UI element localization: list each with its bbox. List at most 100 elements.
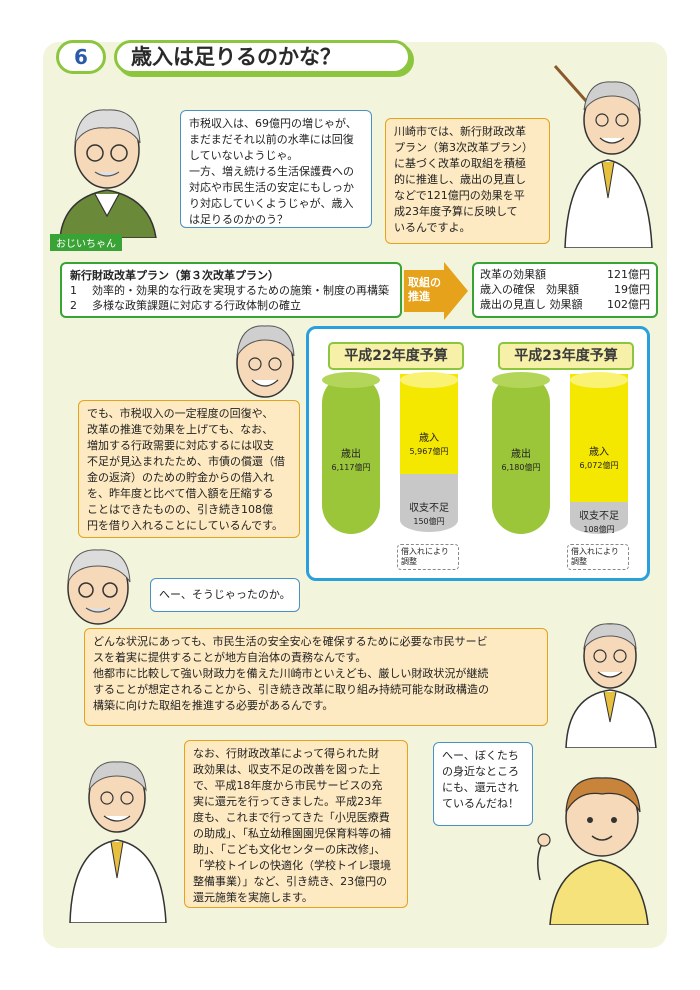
gap-label: 収支不足 108億円	[570, 510, 628, 536]
effect-value: 121億円	[607, 268, 650, 281]
budget-title-h22: 平成22年度予算	[328, 342, 464, 370]
expense-title: 歳出	[511, 449, 531, 460]
revenue-bar	[400, 374, 458, 474]
bubble-line: まだまだそれ以前の水準には回復	[189, 133, 354, 146]
expense-bar	[492, 374, 550, 534]
bubble-line: 構築に向けた取組を推進する必要があるんです。	[93, 699, 334, 712]
note-line: 調整	[571, 557, 587, 566]
expense-label: 歳出 6,117億円	[322, 448, 380, 474]
effect-row: 歳入の確保 効果額 19億円	[480, 282, 650, 297]
expense-bar-top	[322, 372, 380, 388]
bubble-line: 的に推進し、歳出の見直し	[394, 173, 526, 186]
bubble-line: は足りるのかのう？	[189, 213, 288, 226]
bubble-line: を、昨年度と比べて借入額を圧縮する	[87, 487, 274, 500]
bubble-line: プラン（第3次改革プラン）	[394, 141, 533, 154]
bubble-line: 実に還元を行ってきました。平成23年	[193, 795, 383, 808]
section-number: 6	[56, 40, 106, 74]
effect-row: 改革の効果額 121億円	[480, 267, 650, 282]
expense-bar	[322, 374, 380, 534]
arrow-icon	[404, 262, 468, 320]
gap-bar	[400, 474, 458, 532]
bubble-line: いるんですよ。	[394, 221, 471, 234]
bubble-line: スを着実に提供することが地方自治体の責務なんです。	[93, 651, 367, 664]
official-illustration	[69, 761, 167, 923]
revenue-value: 6,072億円	[579, 461, 619, 470]
grandpa-label: おじいちゃん	[50, 234, 122, 251]
effect-label: 歳入の確保 効果額	[480, 283, 579, 296]
boy-speech-bubble: へー、ぼくたち の身近なところ にも、還元され ているんだね！	[433, 742, 533, 826]
bubble-line: していないようじゃ。	[189, 149, 299, 162]
section-header: 6 歳入は足りるのかな？	[56, 40, 411, 76]
bubble-line: などで121億円の効果を平	[394, 189, 525, 202]
bubble-line: 成23年度予算に反映して	[394, 205, 518, 218]
plan-title: 新行財政改革プラン（第３次改革プラン）	[70, 269, 279, 282]
note-line: 借入れにより	[571, 547, 619, 556]
official-head-illustration	[236, 325, 295, 398]
effect-value: 19億円	[614, 283, 650, 296]
budget-title-h23: 平成23年度予算	[498, 342, 634, 370]
bubble-line: り対応していくようじゃが、歳入	[189, 197, 354, 210]
revenue-title: 歳入	[419, 433, 439, 444]
bubble-line: ことはできたものの、引き続き108億	[87, 503, 273, 516]
grandpa-head-illustration	[67, 549, 131, 625]
grandpa-illustration	[59, 109, 157, 238]
effect-label: 改革の効果額	[480, 268, 546, 281]
expense-value: 6,117億円	[331, 463, 371, 472]
plan-item-text: 効率的・効果的な行政を実現するための施策・制度の再構築	[92, 284, 389, 297]
borrowing-note: 借入れにより調整	[567, 544, 629, 570]
revenue-bar-top	[400, 372, 458, 388]
boy-illustration	[537, 777, 649, 925]
revenue-value: 5,967億円	[409, 447, 449, 456]
bubble-line: 増加する行政需要に対応するには収支	[87, 439, 274, 452]
budget-bars-h22	[322, 372, 458, 534]
bubble-line: の助成」、「私立幼稚園園児保育料等の補	[193, 827, 391, 840]
official-speech-bubble: 川崎市では、新行財政改革 プラン（第3次改革プラン） に基づく改革の取組を積極 …	[385, 118, 550, 244]
bubble-line: の身近なところ	[442, 765, 519, 778]
bubble-line: 他都市に比較して強い財政力を備えた川崎市といえども、厳しい財政状況が継続	[93, 667, 489, 680]
gap-value: 150億円	[413, 517, 445, 526]
bubble-line: へー、ぼくたち	[442, 749, 519, 762]
bubble-line: 助」、「こども文化センターの床改修」、	[193, 843, 386, 856]
expense-bar-top	[492, 372, 550, 388]
effect-label: 歳出の見直し 効果額	[480, 298, 583, 311]
gap-title: 収支不足	[579, 511, 619, 522]
official-duty-bubble: どんな状況にあっても、市民生活の安全安心を確保するために必要な市民サービ スを着…	[84, 628, 548, 726]
bubble-line: にも、還元され	[442, 781, 519, 794]
expense-title: 歳出	[341, 449, 361, 460]
arrow-label: 取組の 推進	[408, 276, 448, 304]
bubble-line: 一方、増え続ける生活保護費への	[189, 165, 354, 178]
arrow-label-line: 取組の	[408, 276, 441, 289]
bubble-line: 還元施策を実施します。	[193, 891, 313, 904]
bubble-line: 円を借り入れることにしているんです。	[87, 519, 284, 532]
effects-box: 改革の効果額 121億円 歳入の確保 効果額 19億円 歳出の見直し 効果額 102億…	[472, 262, 658, 318]
bubble-line: 川崎市では、新行財政改革	[394, 125, 526, 138]
official-illustration	[565, 623, 657, 748]
revenue-bar-top	[570, 372, 628, 388]
bubble-line: どんな状況にあっても、市民生活の安全安心を確保するために必要な市民サービ	[93, 635, 488, 648]
bubble-line: 「学校トイレの快適化（学校トイレ環境	[193, 859, 391, 872]
budget-bars-h23	[492, 372, 628, 534]
official-illustration	[553, 65, 653, 248]
bubble-line: 対応や市民生活の安定にもしっか	[189, 181, 354, 194]
note-line: 調整	[401, 557, 417, 566]
bubble-text: へー、そうじゃったのか。	[159, 588, 291, 601]
effect-value: 102億円	[607, 298, 650, 311]
bubble-line: に基づく改革の取組を積極	[394, 157, 526, 170]
plan-item-number: 2	[70, 299, 77, 312]
bubble-line: することが想定されることから、引き続き改革に取り組み持続可能な財政構造の	[93, 683, 489, 696]
note-line: 借入れにより	[401, 547, 449, 556]
revenue-label: 歳入 5,967億円	[400, 432, 458, 458]
effect-row: 歳出の見直し 効果額 102億円	[480, 297, 650, 312]
bubble-line: 整備事業）」など、引き続き、23億円の	[193, 875, 388, 888]
bubble-line: なお、行財政改革によって得られた財	[193, 747, 380, 760]
official-explanation-bubble: でも、市税収入の一定程度の回復や、 改革の推進で効果を上げても、なお、 増加する…	[78, 400, 300, 538]
section-title: 歳入は足りるのかな？	[114, 40, 411, 74]
gap-value: 108億円	[583, 525, 615, 534]
gap-bar	[570, 502, 628, 534]
grandpa-speech-bubble: 市税収入は、69億円の増じゃが、 まだまだそれ以前の水準には回復 していないよう…	[180, 110, 372, 228]
arrow-label-line: 推進	[408, 290, 430, 303]
